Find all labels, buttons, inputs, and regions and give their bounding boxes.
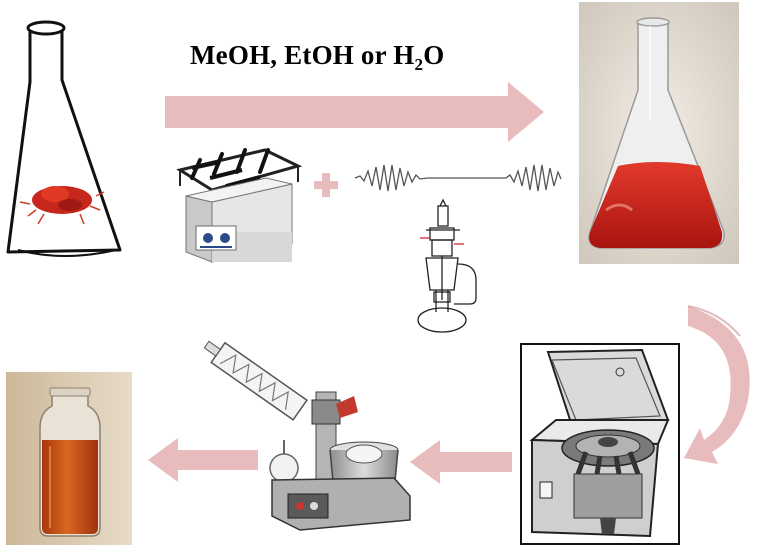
saffron-powder (19, 186, 105, 225)
arrow-right-top (165, 82, 544, 142)
arrow-left-bottom (148, 438, 258, 482)
solvent-label: MeOH, EtOH or H2O (190, 40, 445, 74)
ultrasonic-probe-icon (417, 198, 477, 333)
arrow-left-middle (410, 440, 512, 484)
flask-sketch-with-saffron (6, 20, 122, 257)
shaker-icon (176, 148, 303, 263)
centrifuge-icon (520, 343, 680, 545)
extract-vial-photo (6, 372, 132, 545)
ultrasound-wave-icon (354, 164, 562, 192)
curved-arrow-down (684, 305, 750, 464)
red-extract-flask-photo (579, 2, 739, 264)
plus-icon (314, 173, 338, 197)
rotary-evaporator-icon (203, 340, 411, 531)
